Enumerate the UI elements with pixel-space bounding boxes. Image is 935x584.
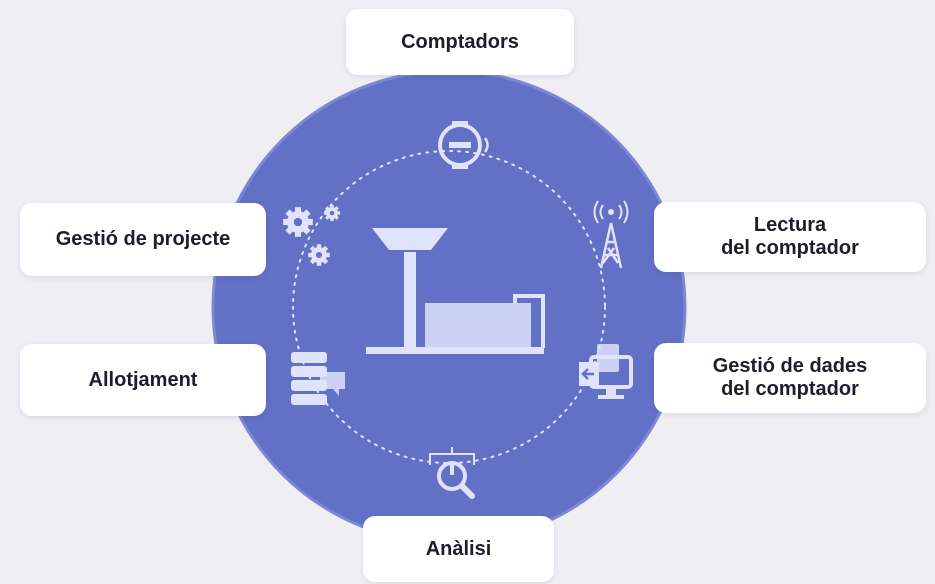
stage-label-text: del comptador bbox=[721, 237, 859, 259]
stage-label-text: del comptador bbox=[721, 378, 859, 400]
magnifier-meter-icon bbox=[429, 447, 475, 499]
stage-label-text: Gestió de dades bbox=[712, 355, 868, 377]
stage-label-analisi: Anàlisi bbox=[363, 516, 554, 582]
stage-label-lectura: Lectura del comptador bbox=[654, 202, 926, 272]
water-meter-icon bbox=[438, 121, 489, 169]
gears-icon bbox=[283, 204, 341, 266]
stage-label-gestio-projecte: Gestió de projecte bbox=[20, 203, 266, 276]
stage-label-text: Gestió de projecte bbox=[55, 228, 231, 250]
stage-label-text: Anàlisi bbox=[425, 537, 492, 560]
dotted-cycle-ring bbox=[292, 150, 606, 464]
data-transfer-monitor-icon bbox=[579, 344, 633, 399]
stage-label-allotjament: Allotjament bbox=[20, 344, 266, 416]
stage-label-text: Allotjament bbox=[88, 368, 198, 391]
stage-label-text: Comptadors bbox=[401, 30, 519, 53]
stage-label-comptadors: Comptadors bbox=[346, 9, 574, 75]
water-tower-icon bbox=[366, 228, 545, 354]
database-chat-icon bbox=[291, 352, 345, 405]
stage-label-text: Lectura bbox=[753, 214, 827, 236]
antenna-tower-icon bbox=[593, 200, 629, 269]
stage-label-gestio-dades: Gestió de dades del comptador bbox=[654, 343, 926, 413]
